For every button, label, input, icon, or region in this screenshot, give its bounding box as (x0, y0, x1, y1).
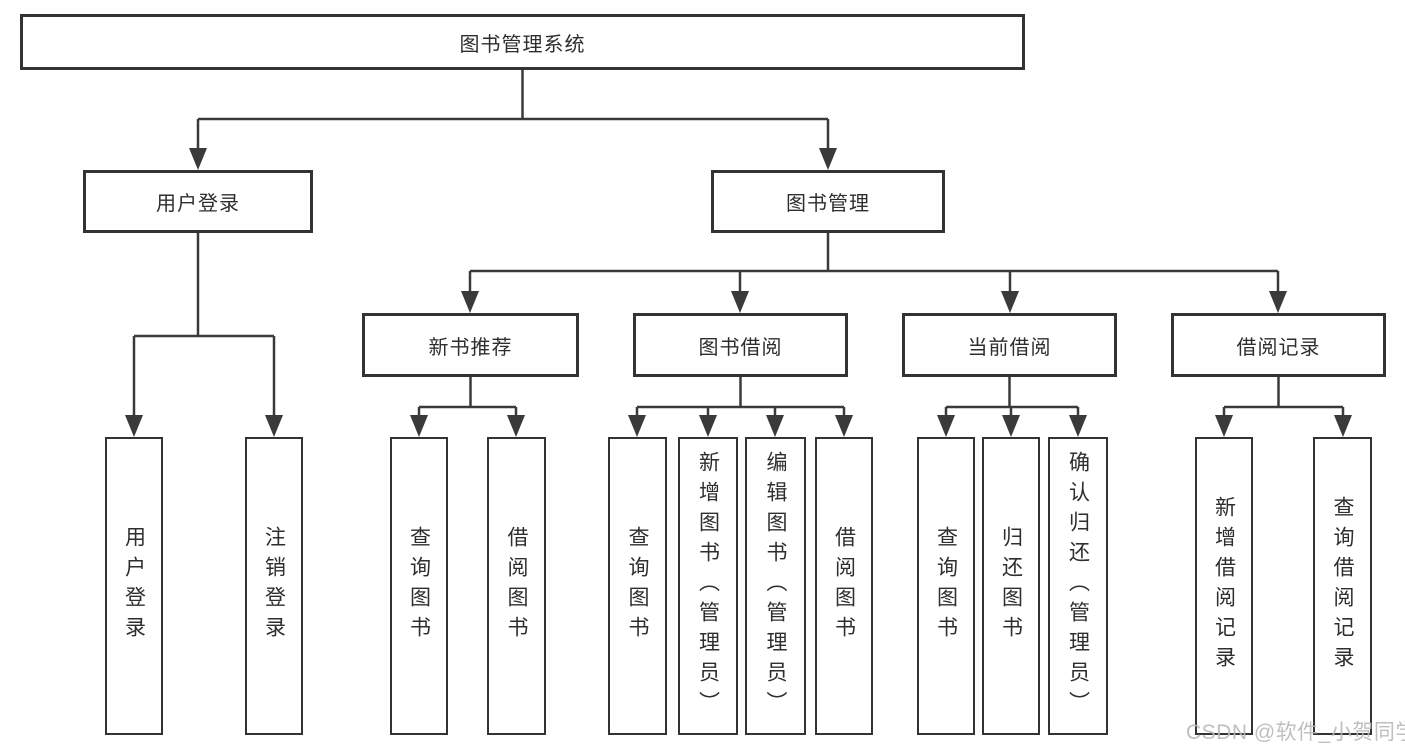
node-book-management: 图书管理 (711, 170, 945, 233)
arrowhead-confirm-return-admin (1069, 415, 1087, 437)
leaf-add-borrow-record-label: 新增借阅记录 (1212, 496, 1236, 676)
node-root-label: 图书管理系统 (459, 33, 586, 56)
arrowhead-leaf-logout (265, 415, 283, 437)
node-borrowing-records-label: 借阅记录 (1236, 336, 1321, 359)
arrowhead-book-management (819, 148, 837, 170)
leaf-edit-book-admin: 编辑图书（管理员） (745, 437, 806, 735)
leaf-user-login-label: 用户登录 (122, 526, 146, 646)
leaf-add-book-admin-label: 新增图书（管理员） (696, 451, 720, 721)
leaf-borrow-books-recommend-label: 借阅图书 (505, 526, 528, 646)
leaf-add-borrow-record: 新增借阅记录 (1195, 437, 1253, 735)
connector-root (196, 70, 830, 152)
node-book-borrowing-label: 图书借阅 (698, 336, 783, 359)
connector-borrowing-records (1222, 377, 1345, 419)
csdn-watermark: CSDN @软件_小贺同学 (1186, 721, 1405, 744)
arrowhead-borrow-books-recommend (507, 415, 525, 437)
leaf-add-book-admin: 新增图书（管理员） (678, 437, 738, 735)
arrowhead-edit-book-admin (766, 415, 784, 437)
node-root: 图书管理系统 (20, 14, 1025, 70)
arrowhead-return-book (1002, 415, 1020, 437)
leaf-query-books-recommend: 查询图书 (390, 437, 448, 735)
arrowhead-query-books-borrowing (628, 415, 646, 437)
leaf-query-books-borrowing: 查询图书 (608, 437, 667, 735)
leaf-borrow-books: 借阅图书 (815, 437, 873, 735)
leaf-return-book-label: 归还图书 (999, 526, 1023, 646)
node-book-management-label: 图书管理 (786, 193, 870, 215)
connector-current-borrowing (944, 377, 1080, 419)
node-new-book-recommend: 新书推荐 (362, 313, 579, 377)
leaf-logout: 注销登录 (245, 437, 303, 735)
arrowhead-query-books-recommend (410, 415, 428, 437)
arrowhead-new-book-recommend (461, 291, 479, 313)
leaf-query-books-borrowing-label: 查询图书 (626, 526, 649, 646)
leaf-query-books-recommend-label: 查询图书 (407, 526, 431, 646)
node-book-borrowing: 图书借阅 (633, 313, 848, 377)
arrowhead-leaf-user-login (125, 415, 143, 437)
arrowhead-book-borrowing (731, 291, 749, 313)
leaf-query-books-current: 查询图书 (917, 437, 975, 735)
arrowhead-add-borrow-record (1215, 415, 1233, 437)
connector-book-management (468, 233, 1280, 295)
node-current-borrowing-label: 当前借阅 (967, 336, 1052, 359)
leaf-borrow-books-label: 借阅图书 (832, 526, 856, 646)
connector-book-borrowing (635, 377, 846, 419)
arrowhead-query-borrow-record (1334, 415, 1352, 437)
leaf-edit-book-admin-label: 编辑图书（管理员） (764, 451, 787, 721)
leaf-query-borrow-record-label: 查询借阅记录 (1331, 496, 1354, 676)
leaf-confirm-return-admin: 确认归还（管理员） (1048, 437, 1108, 735)
node-user-login-label: 用户登录 (156, 193, 240, 215)
arrowhead-query-books-current (937, 415, 955, 437)
connector-new-book-recommend (417, 377, 518, 419)
node-borrowing-records: 借阅记录 (1171, 313, 1386, 377)
arrowhead-current-borrowing (1001, 291, 1019, 313)
leaf-confirm-return-admin-label: 确认归还（管理员） (1066, 451, 1090, 721)
leaf-return-book: 归还图书 (982, 437, 1040, 735)
node-current-borrowing: 当前借阅 (902, 313, 1117, 377)
arrowhead-borrow-books (835, 415, 853, 437)
leaf-query-books-current-label: 查询图书 (934, 526, 958, 646)
arrowhead-borrowing-records (1269, 291, 1287, 313)
connector-user-login (132, 233, 276, 419)
arrowhead-add-book-admin (699, 415, 717, 437)
node-user-login: 用户登录 (83, 170, 313, 233)
arrowhead-user-login (189, 148, 207, 170)
leaf-borrow-books-recommend: 借阅图书 (487, 437, 546, 735)
leaf-query-borrow-record: 查询借阅记录 (1313, 437, 1372, 735)
node-new-book-recommend-label: 新书推荐 (428, 336, 513, 359)
leaf-logout-label: 注销登录 (262, 526, 286, 646)
leaf-user-login: 用户登录 (105, 437, 163, 735)
